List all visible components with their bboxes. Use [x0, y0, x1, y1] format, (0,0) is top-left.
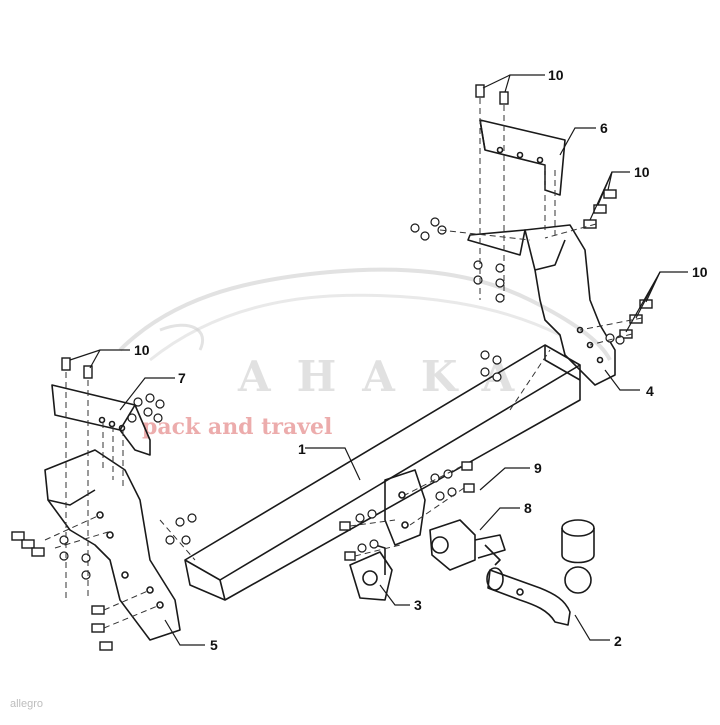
right-side-plate: [524, 224, 616, 386]
callout-7: 7: [178, 370, 186, 386]
bolt-icon: [31, 547, 45, 557]
bolt-icon: [11, 531, 25, 541]
bolt-icon: [499, 91, 509, 105]
callout-3: 3: [414, 597, 422, 613]
callout-2: 2: [614, 633, 622, 649]
callout-9: 9: [534, 460, 542, 476]
callout-1: 1: [298, 441, 306, 457]
bolt-icon: [339, 521, 351, 531]
bolt-icon: [21, 539, 35, 549]
bolt-icon: [593, 204, 607, 214]
assembly-guide-lines: [44, 98, 643, 629]
corner-watermark: allegro: [10, 698, 44, 710]
bolt-icon: [475, 84, 485, 98]
bolt-icon: [603, 189, 617, 199]
callout-10-left: 10: [134, 342, 150, 358]
bolt-icon: [99, 641, 113, 651]
bolt-icon: [83, 365, 93, 379]
callout-10-right-lower: 10: [692, 264, 708, 280]
bolt-icon: [344, 551, 356, 561]
bolt-set: [11, 84, 653, 651]
callout-leaders: [69, 74, 688, 646]
bolt-icon: [461, 461, 473, 471]
socket-plate: [349, 544, 393, 601]
callout-4: 4: [646, 383, 654, 399]
bolt-icon: [91, 623, 105, 633]
crossbar-beam: [184, 344, 581, 601]
callout-10-right-upper: 10: [634, 164, 650, 180]
ball-mount-lug: [384, 469, 426, 546]
left-side-plate: [44, 449, 181, 641]
callout-8: 8: [524, 500, 532, 516]
callout-5: 5: [210, 637, 218, 653]
bolt-icon: [91, 605, 105, 615]
bolt-icon: [463, 483, 475, 493]
electrical-socket: [429, 519, 506, 571]
callout-10-top: 10: [548, 67, 564, 83]
callout-6: 6: [600, 120, 608, 136]
bolt-icon: [61, 357, 71, 371]
tow-ball: [486, 519, 595, 626]
